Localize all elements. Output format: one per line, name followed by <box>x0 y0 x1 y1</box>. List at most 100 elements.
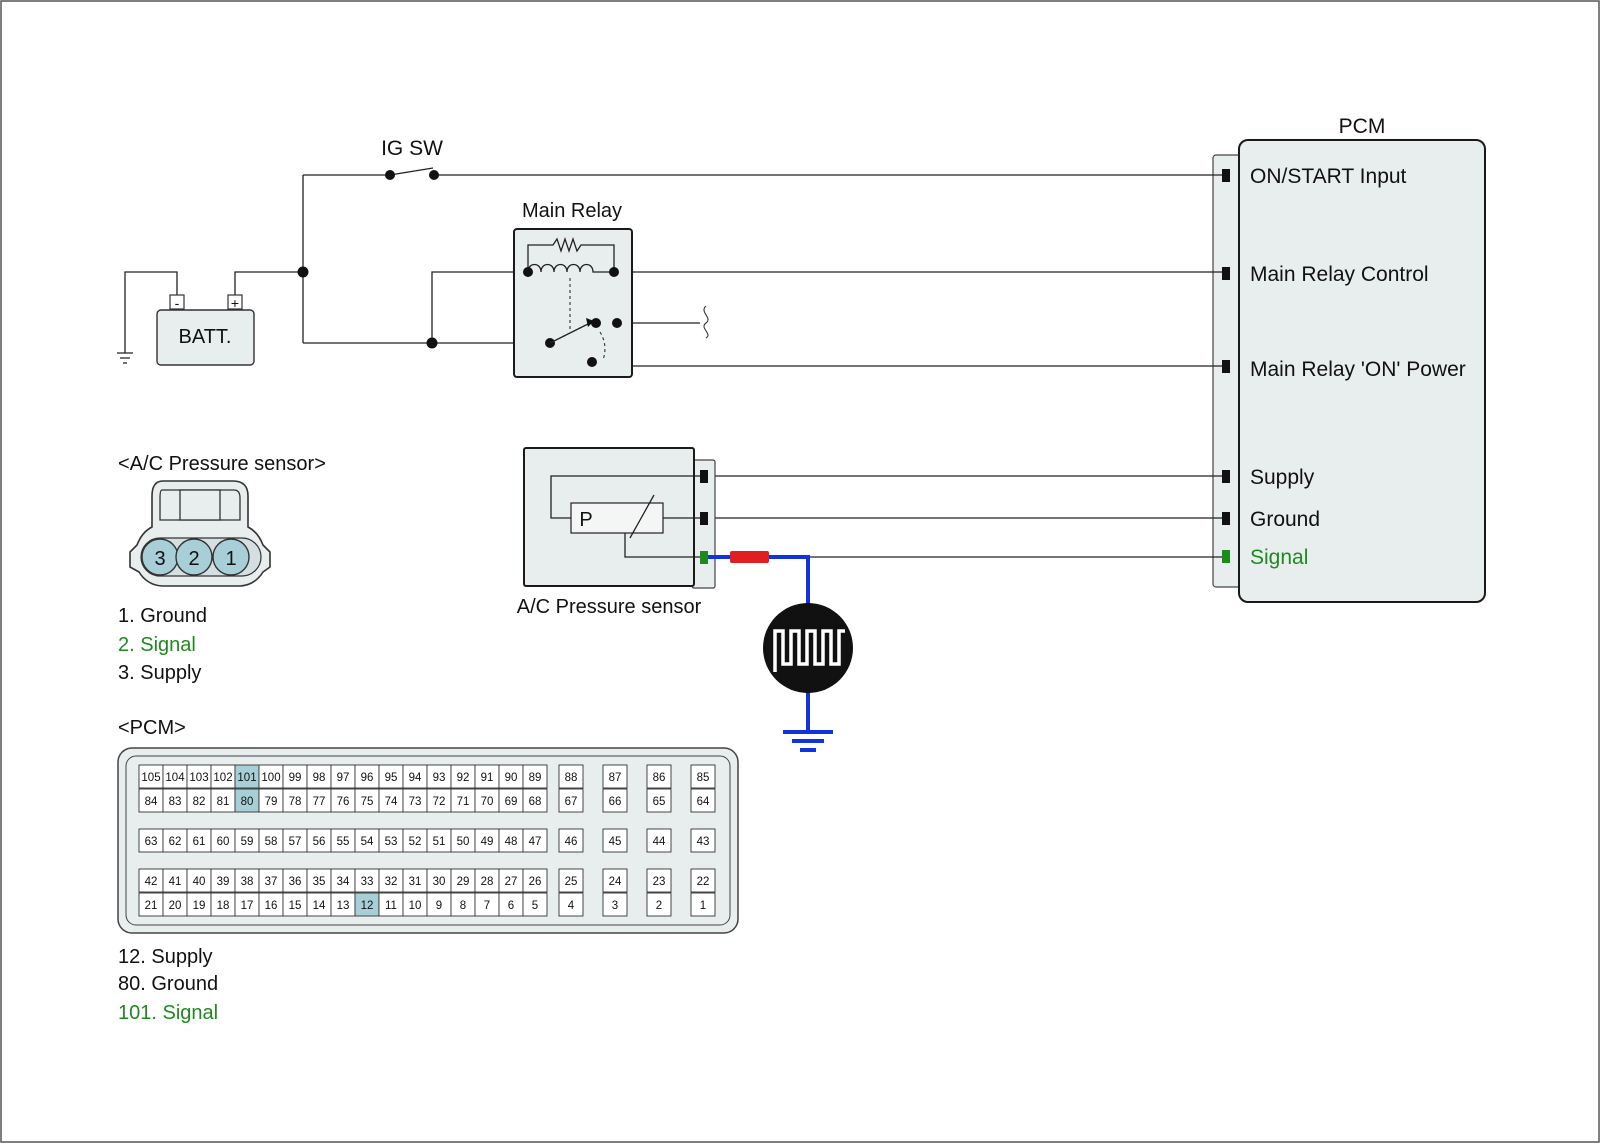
pcm-pin-label-61: 61 <box>193 836 206 848</box>
pcm-pin-label-91: 91 <box>481 772 494 784</box>
pcm-pin-label-48: 48 <box>505 836 518 848</box>
pcm-pin-label-23: 23 <box>653 876 666 888</box>
pcm-pin-87 <box>602 764 628 789</box>
sensor-pin-ground <box>700 512 708 525</box>
pcm-legend-1: 12. Supply <box>118 946 213 968</box>
pcm-pin-label-74: 74 <box>385 796 398 808</box>
ac-connector-pin-1 <box>212 538 250 576</box>
pcm-pin-label-90: 90 <box>505 772 518 784</box>
ac-connector-latch <box>159 489 241 521</box>
pcm-pin-label-8: 8 <box>460 900 466 912</box>
pcm-pin-label-31: 31 <box>409 876 422 888</box>
relay-coil-pin-b <box>609 267 619 277</box>
pcm-pin-22 <box>690 868 716 893</box>
relay-output-pin <box>612 318 622 328</box>
ac-pin-label-1: 1 <box>225 548 236 570</box>
pcm-pin-label-9: 9 <box>436 900 442 912</box>
pcm-pin-label-102: 102 <box>213 772 232 784</box>
pcm-pin-label-30: 30 <box>433 876 446 888</box>
pcm-pin-86 <box>646 764 672 789</box>
pcm-pin-label-10: 10 <box>409 900 422 912</box>
pcm-label-ground: Ground <box>1250 508 1320 531</box>
relay-coil-pin-a <box>523 267 533 277</box>
pcm-pin-label-66: 66 <box>609 796 622 808</box>
wire-batt-neg <box>124 271 178 353</box>
pcm-pin-label-101: 101 <box>237 772 256 784</box>
pcm-pin-68 <box>522 788 548 813</box>
sensor-internal-signal <box>624 533 703 558</box>
pcm-pin-label-18: 18 <box>217 900 230 912</box>
pcm-pin-label-16: 16 <box>265 900 278 912</box>
pcm-pin-label-3: 3 <box>612 900 618 912</box>
pcm-pin-label-70: 70 <box>481 796 494 808</box>
ac-legend-1: 1. Ground <box>118 605 207 627</box>
wire-coil-feed <box>431 271 528 343</box>
pcm-pin-46 <box>558 828 584 853</box>
pcm-pin-label-4: 4 <box>568 900 575 912</box>
pcm-pin-64 <box>690 788 716 813</box>
pcm-pin-label-97: 97 <box>337 772 350 784</box>
pcm-pin-label-1: 1 <box>700 900 706 912</box>
pcm-pin-47 <box>522 828 548 853</box>
pcm-pin-label-64: 64 <box>697 796 710 808</box>
relay-switch-blade <box>549 321 593 344</box>
probe-ground-icon <box>783 730 833 752</box>
pcm-pin-label-43: 43 <box>697 836 710 848</box>
ac-pin-label-2: 2 <box>188 548 199 570</box>
pcm-pin-85 <box>690 764 716 789</box>
pcm-pin-label-94: 94 <box>409 772 422 784</box>
ac-pin-label-3: 3 <box>154 548 165 570</box>
pcm-pin-label-57: 57 <box>289 836 302 848</box>
pcm-pin-label-7: 7 <box>484 900 490 912</box>
pcm-pin-1 <box>690 892 716 917</box>
pcm-pin-label-88: 88 <box>565 772 578 784</box>
pcm-pin-label-104: 104 <box>165 772 185 784</box>
relay-coil-icon <box>527 263 614 273</box>
pcm-pin-label-44: 44 <box>653 836 666 848</box>
pcm-pin-label-49: 49 <box>481 836 494 848</box>
relay-switch-travel <box>599 331 606 361</box>
pcm-pin-label-50: 50 <box>457 836 470 848</box>
pcm-pin-23 <box>646 868 672 893</box>
junction-relay <box>426 337 438 349</box>
ig-switch-blade <box>389 167 434 176</box>
sensor-internal-supply <box>550 475 703 519</box>
pcm-pin-3 <box>602 892 628 917</box>
pcm-pin-label-56: 56 <box>313 836 326 848</box>
pcm-pin-label-92: 92 <box>457 772 470 784</box>
pcm-pin-label-86: 86 <box>653 772 666 784</box>
pcm-pin-label-93: 93 <box>433 772 446 784</box>
pcm-pin-label-59: 59 <box>241 836 254 848</box>
pcm-connector-inner <box>125 755 731 926</box>
pcm-pin-5 <box>522 892 548 917</box>
pcm-pin-43 <box>690 828 716 853</box>
pcm-pin-label-42: 42 <box>145 876 158 888</box>
ig-sw-contact-a <box>385 170 395 180</box>
pcm-pin-4 <box>558 892 584 917</box>
chassis-ground-icon <box>117 352 133 364</box>
pcm-pin-label-37: 37 <box>265 876 278 888</box>
pcm-pin-label-105: 105 <box>141 772 160 784</box>
pcm-pin-label-32: 32 <box>385 876 398 888</box>
square-wave-icon <box>773 629 845 672</box>
relay-nc-contact <box>587 357 597 367</box>
pcm-legend-2: 80. Ground <box>118 973 218 995</box>
pcm-pin-signal <box>1222 550 1230 563</box>
battery: - + BATT. <box>156 294 255 366</box>
pcm-pin-label-13: 13 <box>337 900 350 912</box>
pcm-pin-label-11: 11 <box>385 900 397 912</box>
main-relay: Main Relay <box>513 200 633 378</box>
ac-connector-title: <A/C Pressure sensor> <box>118 453 326 475</box>
pcm-body <box>1238 139 1486 603</box>
pcm-pin-label-45: 45 <box>609 836 622 848</box>
pcm-pin-label-24: 24 <box>609 876 622 888</box>
pcm-pin-65 <box>646 788 672 813</box>
pcm-pin-label-81: 81 <box>217 796 230 808</box>
pcm-pin-label-25: 25 <box>565 876 578 888</box>
pcm-title: PCM <box>1339 115 1386 138</box>
pcm-pin-label-26: 26 <box>529 876 542 888</box>
pcm-pin-label-36: 36 <box>289 876 302 888</box>
ig-sw-label: IG SW <box>381 137 443 160</box>
